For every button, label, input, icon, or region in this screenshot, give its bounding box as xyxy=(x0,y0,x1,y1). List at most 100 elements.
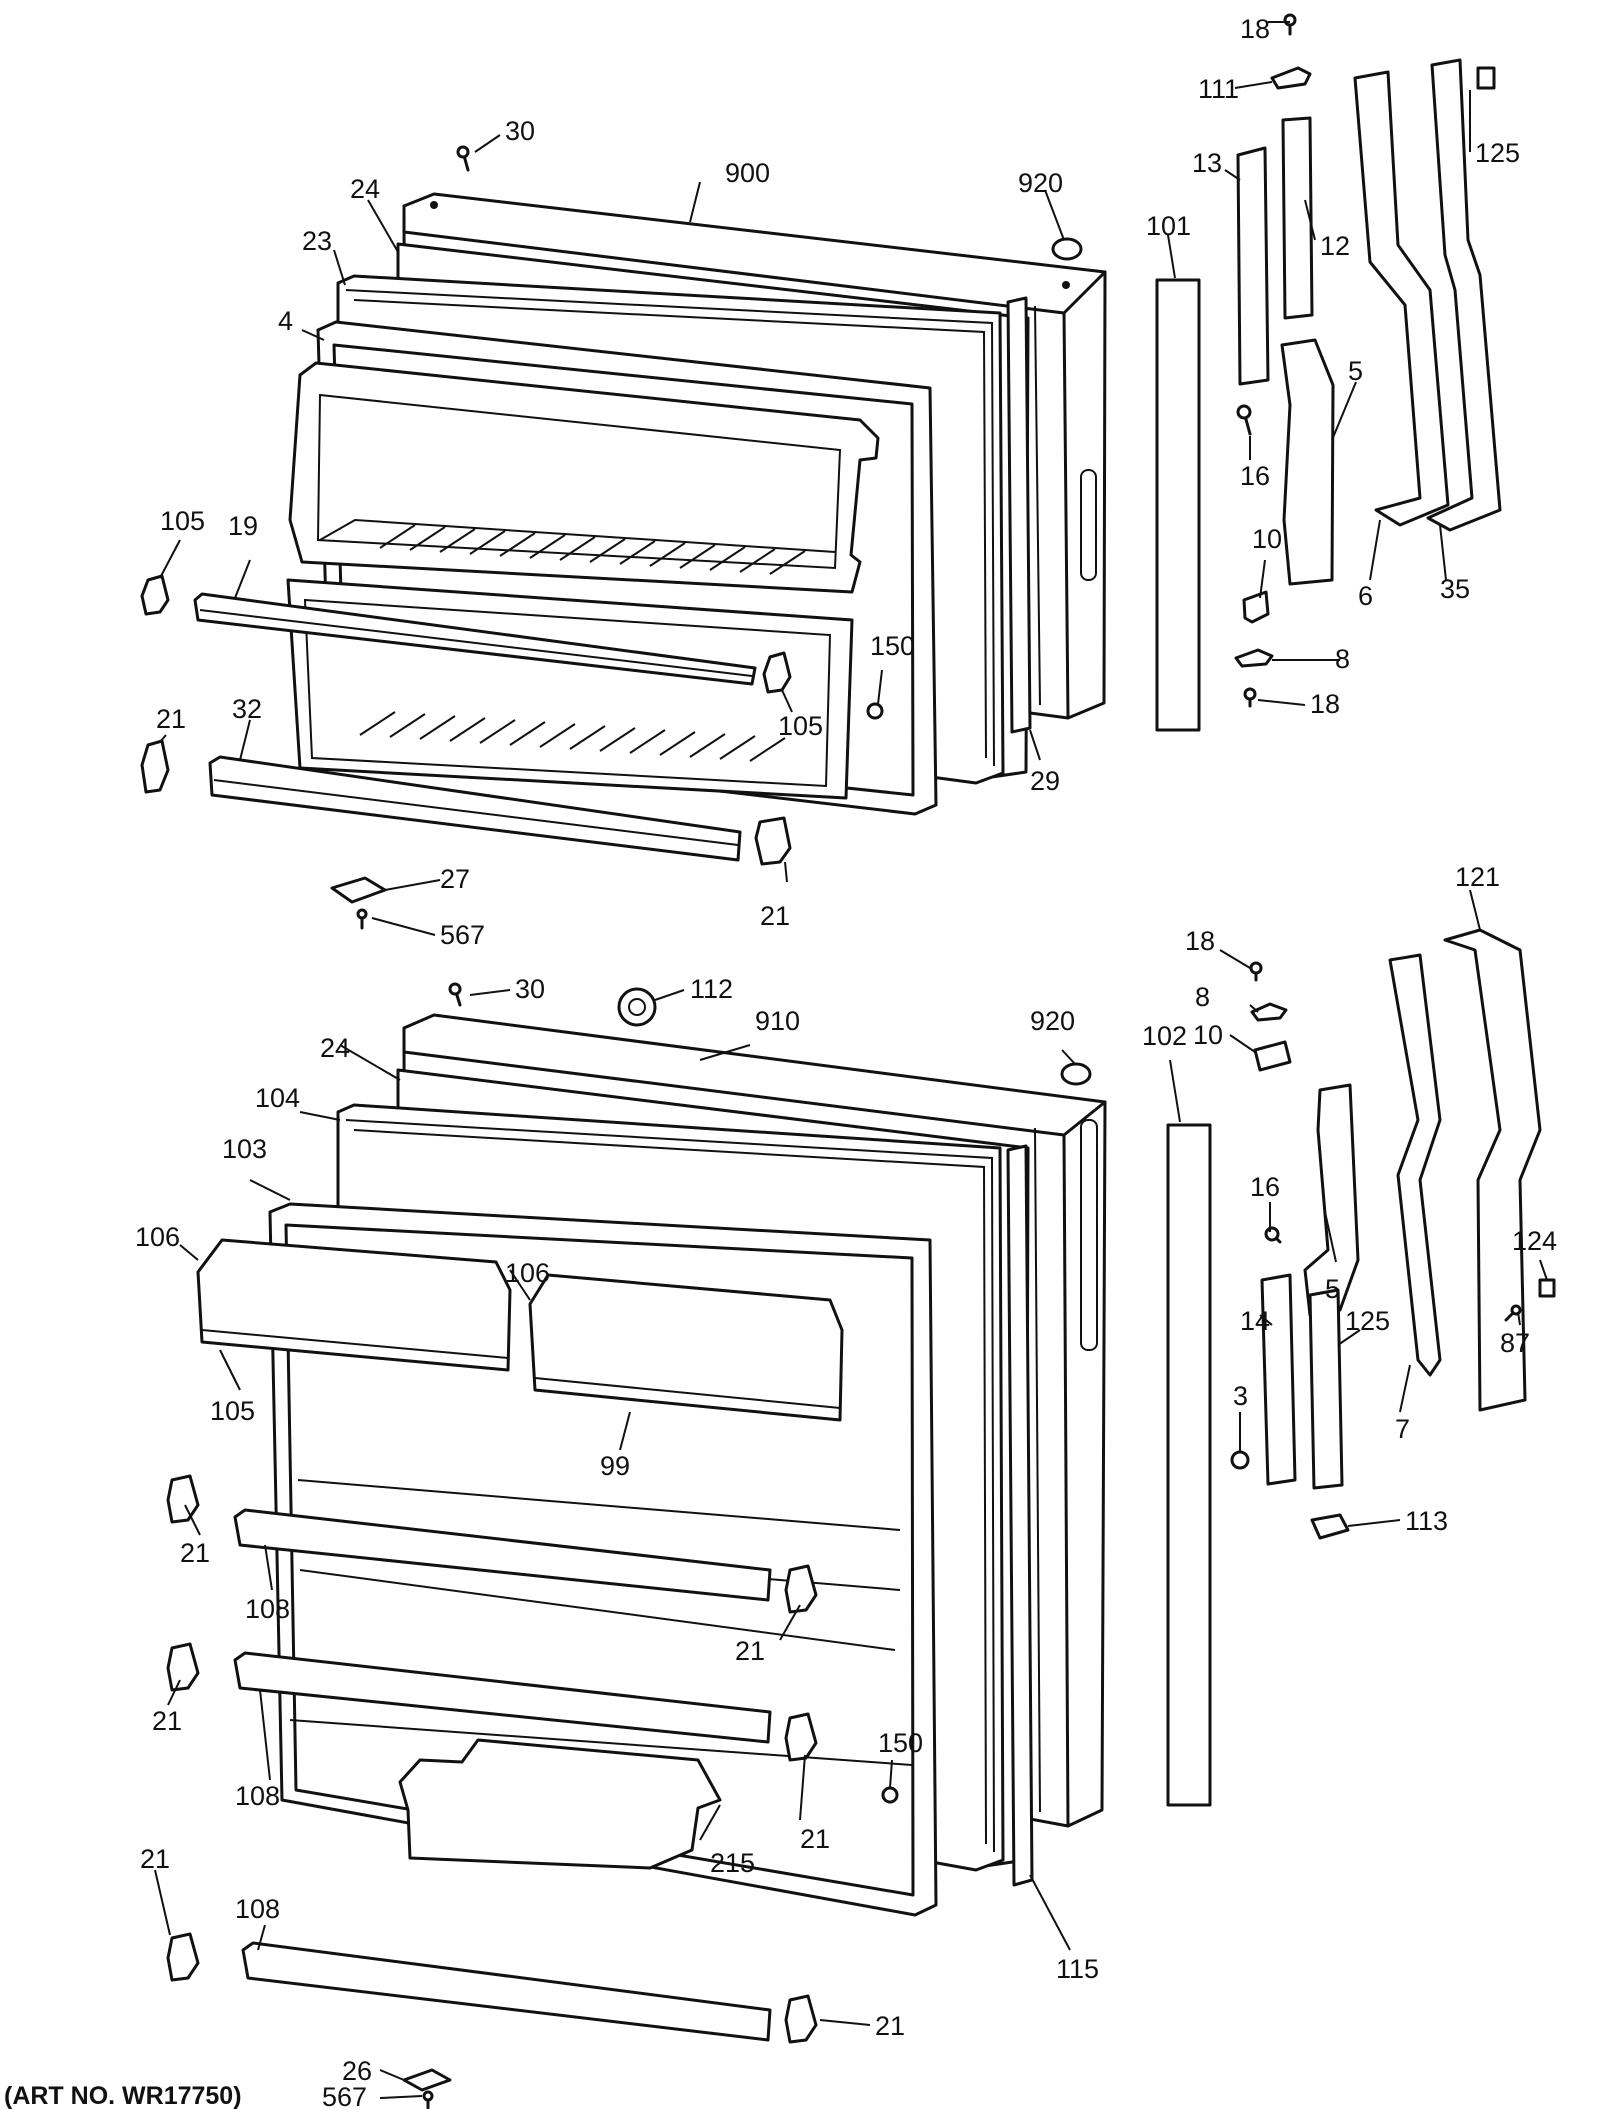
screw-150-lower xyxy=(881,1786,899,1804)
label-104: 104 xyxy=(255,1083,300,1113)
label-26: 26 xyxy=(342,2056,372,2086)
label-18: 18 xyxy=(1185,926,1215,956)
label-21: 21 xyxy=(875,2011,905,2041)
plate-26 xyxy=(402,2068,452,2092)
trim-115 xyxy=(1006,1144,1034,1887)
screw-150-upper xyxy=(866,702,884,720)
label-99: 99 xyxy=(600,1451,630,1481)
label-32: 32 xyxy=(232,694,262,724)
label-30: 30 xyxy=(505,116,535,146)
hinge-7 xyxy=(1388,953,1442,1377)
label-4: 4 xyxy=(278,306,293,336)
label-21: 21 xyxy=(152,1706,182,1736)
plug-920-upper xyxy=(1051,237,1083,261)
label-106: 106 xyxy=(505,1258,550,1288)
plate-27 xyxy=(330,876,387,904)
bracket-8-upper xyxy=(1234,648,1274,668)
hinge-121 xyxy=(1443,928,1542,1412)
label-108: 108 xyxy=(235,1894,280,1924)
label-6: 6 xyxy=(1358,581,1373,611)
label-21: 21 xyxy=(800,1824,830,1854)
bushing-3 xyxy=(1230,1450,1250,1470)
trim-29 xyxy=(1006,296,1032,734)
hinge-35 xyxy=(1426,58,1502,532)
label-12: 12 xyxy=(1320,231,1350,261)
hinge-6 xyxy=(1353,70,1450,527)
label-124: 124 xyxy=(1512,1226,1557,1256)
label-35: 35 xyxy=(1440,574,1470,604)
fresh-food-door-assembly xyxy=(166,982,1107,2109)
label-910: 910 xyxy=(755,1006,800,1036)
label-106: 106 xyxy=(135,1222,180,1252)
leader-lines xyxy=(154,21,1548,2099)
label-16: 16 xyxy=(1240,461,1270,491)
label-125: 125 xyxy=(1345,1306,1390,1336)
label-21: 21 xyxy=(156,704,186,734)
fresh-food-hinge-parts xyxy=(1166,928,1556,1807)
label-19: 19 xyxy=(228,511,258,541)
plug-920-lower xyxy=(1060,1062,1092,1086)
end-cap-21-left xyxy=(140,739,170,794)
label-18: 18 xyxy=(1240,14,1270,44)
cover-14 xyxy=(1260,1273,1297,1486)
label-101: 101 xyxy=(1146,211,1191,241)
end-cap-21-f xyxy=(784,1712,818,1762)
strip-102 xyxy=(1166,1123,1212,1807)
label-10: 10 xyxy=(1193,1020,1223,1050)
label-150: 150 xyxy=(878,1728,923,1758)
label-567: 567 xyxy=(322,2082,367,2109)
bracket-111 xyxy=(1270,66,1312,90)
label-7: 7 xyxy=(1395,1414,1410,1444)
shelf-bar-108-a xyxy=(233,1508,772,1602)
label-105: 105 xyxy=(210,1396,255,1426)
end-cap-21-right xyxy=(754,816,792,866)
label-111: 111 xyxy=(1198,74,1239,104)
label-24: 24 xyxy=(350,174,380,204)
label-13: 13 xyxy=(1192,148,1222,178)
label-30: 30 xyxy=(515,974,545,1004)
label-105: 105 xyxy=(778,711,823,741)
dairy-bin-106-left xyxy=(196,1238,512,1372)
label-5: 5 xyxy=(1325,1274,1340,1304)
shelf-bar-19 xyxy=(193,592,757,686)
label-5: 5 xyxy=(1348,356,1363,386)
door-liner-4 xyxy=(286,320,938,816)
shelf-bar-32 xyxy=(208,755,742,862)
label-23: 23 xyxy=(302,226,332,256)
label-16: 16 xyxy=(1250,1172,1280,1202)
label-8: 8 xyxy=(1195,982,1210,1012)
label-8: 8 xyxy=(1335,644,1350,674)
part-125-upper xyxy=(1476,66,1496,90)
label-112: 112 xyxy=(690,974,733,1004)
bushing-113 xyxy=(1310,1513,1350,1540)
label-3: 3 xyxy=(1233,1381,1248,1411)
label-24: 24 xyxy=(320,1033,350,1063)
end-cap-105-left xyxy=(140,574,170,616)
label-113: 113 xyxy=(1405,1506,1448,1536)
freezer-door-assembly xyxy=(140,145,1107,930)
end-cap-21-d xyxy=(784,1564,818,1614)
label-21: 21 xyxy=(760,901,790,931)
bushing-10-lower xyxy=(1253,1040,1292,1072)
strip-12 xyxy=(1281,116,1314,320)
label-87: 87 xyxy=(1500,1328,1530,1358)
bushing-10-upper xyxy=(1242,590,1270,624)
art-number: (ART NO. WR17750) xyxy=(4,2082,242,2109)
label-920: 920 xyxy=(1018,168,1063,198)
bracket-8-lower xyxy=(1250,1002,1288,1022)
label-10: 10 xyxy=(1252,524,1282,554)
part-124 xyxy=(1538,1278,1556,1298)
label-900: 900 xyxy=(725,158,770,188)
label-215: 215 xyxy=(710,1848,755,1878)
label-18: 18 xyxy=(1310,689,1340,719)
end-cap-21-c xyxy=(166,1474,200,1524)
end-cap-21-h xyxy=(784,1994,818,2044)
strip-101 xyxy=(1155,278,1201,732)
label-21: 21 xyxy=(735,1636,765,1666)
label-150: 150 xyxy=(870,631,915,661)
hinge-5-upper xyxy=(1280,338,1335,586)
label-27: 27 xyxy=(440,864,470,894)
dairy-bin-106-right xyxy=(528,1273,844,1422)
strip-125-lower xyxy=(1308,1288,1344,1490)
